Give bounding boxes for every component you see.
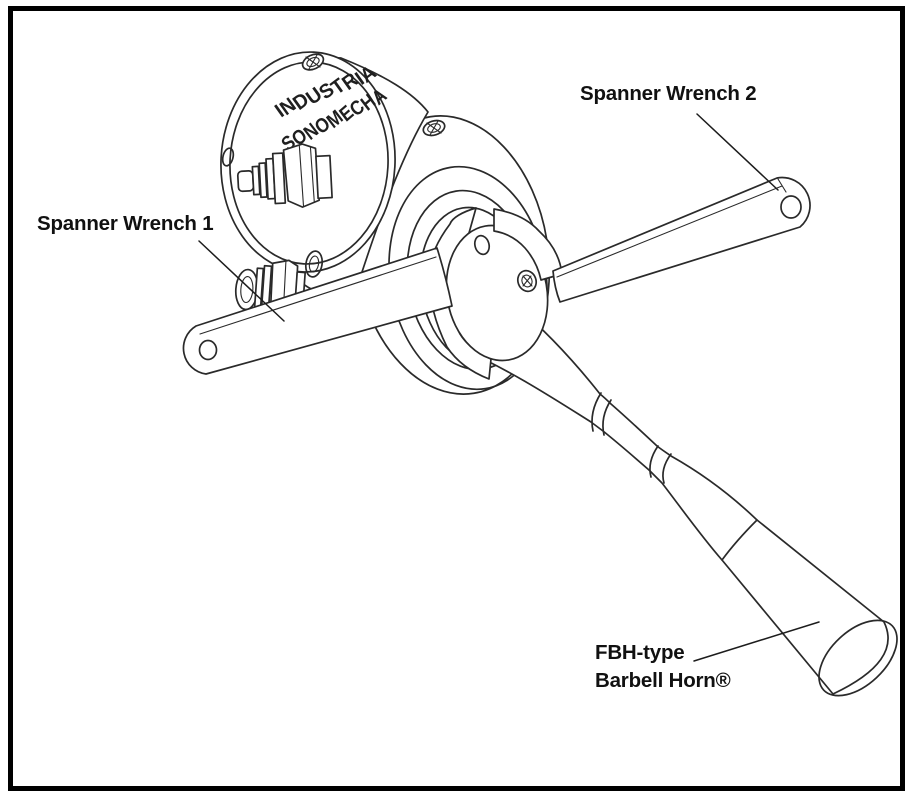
spanner-pin: [516, 269, 538, 293]
spanner-wrench-1-bar: [182, 247, 453, 375]
spanner-wrench-2: [493, 176, 811, 303]
leader-line-wrench-1: [198, 240, 285, 322]
flange-hole: [473, 234, 491, 256]
screw-icon: [301, 53, 325, 71]
rim-hole: [221, 147, 235, 167]
wrench2-hook: [493, 208, 563, 281]
label-horn-line2: Barbell Horn®: [595, 669, 731, 692]
horn-end-face: [818, 619, 898, 697]
label-horn-line1: FBH-type: [595, 641, 685, 664]
figure-border: [8, 6, 905, 791]
wrench1-eye-hole: [198, 339, 218, 361]
barbell-horn: [461, 285, 898, 697]
leader-line-wrench-2: [696, 113, 779, 191]
leader-line-horn: [693, 621, 820, 662]
label-spanner-wrench-2: Spanner Wrench 2: [580, 82, 756, 105]
rf-connector: [236, 143, 333, 208]
wrench2-eye-hole: [780, 195, 802, 219]
screw-icon: [422, 119, 446, 137]
label-spanner-wrench-1: Spanner Wrench 1: [37, 212, 213, 235]
body-port: [304, 250, 324, 278]
